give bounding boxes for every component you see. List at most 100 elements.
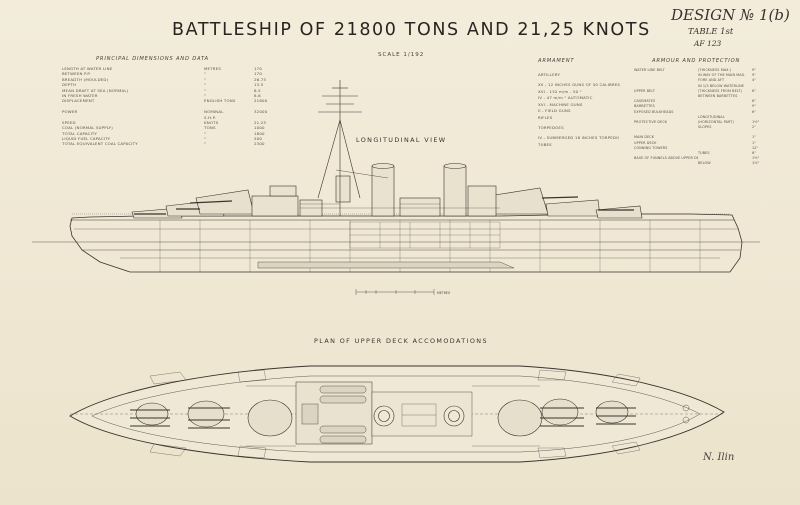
protection-table: WATER LINE BELT(THICKNESS MAX.)9"IN WAY … xyxy=(634,68,768,167)
protection-label: WATER LINE BELT xyxy=(634,68,665,72)
principal-unit: S.H.P. xyxy=(204,114,216,120)
principal-row: MEAN DRAFT AT SEA (NORMAL)"8.5 xyxy=(62,88,284,93)
protection-label xyxy=(634,161,698,166)
protection-label: UPPER DECK xyxy=(634,140,657,145)
protection-row: BELOW 1½" xyxy=(634,161,768,166)
principal-unit: ENGLISH TONS xyxy=(204,98,236,104)
principal-unit: KNOTS xyxy=(204,119,219,125)
protection-detail: (THICKNESS FROM BELT) xyxy=(698,88,742,93)
scale-bar-unit: METRES xyxy=(437,291,450,295)
signature: N. Ilin xyxy=(703,452,735,463)
principal-row: S.H.P. xyxy=(62,115,284,120)
armament-item: IV - 47 m/m " AUTOMATIC xyxy=(538,95,593,101)
protection-label: PROTECTIVE DECK xyxy=(634,119,668,124)
principal-value: 26.75 xyxy=(254,76,267,82)
protection-detail: TUBES xyxy=(698,151,710,155)
protection-value: 9" xyxy=(752,68,756,72)
principal-label: LIQUID FUEL CAPACITY xyxy=(62,136,111,142)
armament-item: TORPEDOES xyxy=(538,124,564,130)
protection-label: CONNING TOWERS xyxy=(634,145,668,150)
drawing-title: BATTLESHIP OF 21800 TONS AND 21,25 KNOTS xyxy=(172,20,651,40)
protection-row: BASE OF FUNNELS ABOVE UPPER DECK 1½" xyxy=(634,156,768,161)
protection-value: 1½" xyxy=(752,119,760,124)
principal-label: BETWEEN P.P. xyxy=(62,71,91,77)
protection-value: 1½" xyxy=(752,156,760,161)
protection-label: MAIN DECK xyxy=(634,135,655,140)
protection-value: 6" xyxy=(752,109,756,114)
protection-value: 1½" xyxy=(752,161,760,166)
armament-item: RIFLES xyxy=(538,114,553,120)
principal-label: DISPLACEMENT xyxy=(62,98,95,104)
protection-value: 1" xyxy=(752,135,756,140)
principal-unit: " xyxy=(204,92,206,98)
protection-row: UPPER BELT (THICKNESS FROM BELT) 6" xyxy=(634,89,768,94)
table-number: TABLE 1st xyxy=(688,27,734,37)
principal-unit: " xyxy=(204,82,206,88)
principal-row: DEPTH"13.5 xyxy=(62,82,284,87)
principal-row: LIQUID FUEL CAPACITY " 500 xyxy=(62,136,284,141)
protection-detail: BETWEEN BARBETTES xyxy=(698,93,738,98)
principal-unit: METRES xyxy=(204,66,222,71)
protection-label: BARBETTES xyxy=(634,104,655,109)
armament-heading: ARMAMENT xyxy=(538,58,575,64)
principal-value: 13.5 xyxy=(254,82,264,88)
protection-label: BASE OF FUNNELS ABOVE UPPER DECK xyxy=(634,156,698,161)
principal-value: 2300 xyxy=(254,141,265,147)
principal-label: BREADTH (MOULDED) xyxy=(62,76,109,82)
protection-detail: (HORIZONTAL PART) xyxy=(698,119,734,124)
principal-row: TOTAL CAPACITY"1800 xyxy=(62,131,284,136)
reference-number: AF 123 xyxy=(694,39,722,48)
principal-unit: " xyxy=(204,141,206,147)
principal-value: 500 xyxy=(254,136,263,142)
protection-detail: FORE AND AFT xyxy=(698,78,725,83)
protection-detail: LONGITUDINAL xyxy=(698,114,725,119)
protection-value: 6" xyxy=(752,88,756,93)
protection-value: 4" xyxy=(752,78,756,83)
protection-row: WATER LINE BELT (THICKNESS MAX.) 9" xyxy=(634,68,768,73)
protection-row: MAIN DECK 1" xyxy=(634,135,768,140)
protection-row: IN 1/3 BELOW WATERLINE xyxy=(634,84,768,89)
protection-detail: IN 1/3 BELOW WATERLINE xyxy=(698,83,745,88)
principal-label: TOTAL CAPACITY xyxy=(62,130,98,136)
principal-dimensions-heading: PRINCIPAL DIMENSIONS AND DATA xyxy=(96,56,209,62)
protection-value: 6" xyxy=(752,99,756,104)
principal-row: BETWEEN P.P. " 170 xyxy=(62,71,284,76)
principal-label: LENGTH AT WATER LINE xyxy=(62,66,113,71)
protection-detail: BELOW xyxy=(698,161,711,166)
principal-row: TOTAL EQUIVALENT COAL CAPACITY"2300 xyxy=(62,141,284,146)
principal-value: 32000 xyxy=(254,109,268,115)
principal-unit: " xyxy=(204,87,206,93)
protection-heading: ARMOUR AND PROTECTION xyxy=(652,58,741,64)
principal-unit: " xyxy=(204,136,206,142)
principal-unit: TONS xyxy=(204,125,216,131)
principal-unit: " xyxy=(204,130,206,136)
protection-detail: (THICKNESS MAX.) xyxy=(698,68,732,72)
protection-value: 9" xyxy=(752,104,756,109)
plan-view-label: PLAN OF UPPER DECK ACCOMODATIONS xyxy=(314,337,488,345)
principal-value: 170 xyxy=(254,71,263,77)
principal-value: 8.6 xyxy=(254,92,261,98)
armament-item: ARTILLERY xyxy=(538,72,561,77)
protection-row: IN WAY OF THE MAIN MAG. 9" xyxy=(634,73,768,78)
principal-row: IN FRESH WATER"8.6 xyxy=(62,93,284,98)
principal-label: MEAN DRAFT AT SEA (NORMAL) xyxy=(62,87,129,93)
protection-value: 9" xyxy=(752,73,756,78)
principal-row: BREADTH (MOULDED)"26.75 xyxy=(62,77,284,82)
protection-detail: IN WAY OF THE MAIN MAG. xyxy=(698,73,746,78)
armament-item: XVI - 152 m/m - 50 " xyxy=(538,88,582,94)
protection-label: UPPER BELT xyxy=(634,88,656,93)
armament-item: XVI - MACHINE GUNS xyxy=(538,101,583,107)
protection-value: 1" xyxy=(752,140,756,145)
principal-value: 21.25 xyxy=(254,119,267,125)
principal-unit: " xyxy=(204,71,206,77)
principal-label: POWER xyxy=(62,109,78,115)
protection-value: 12" xyxy=(752,145,759,150)
